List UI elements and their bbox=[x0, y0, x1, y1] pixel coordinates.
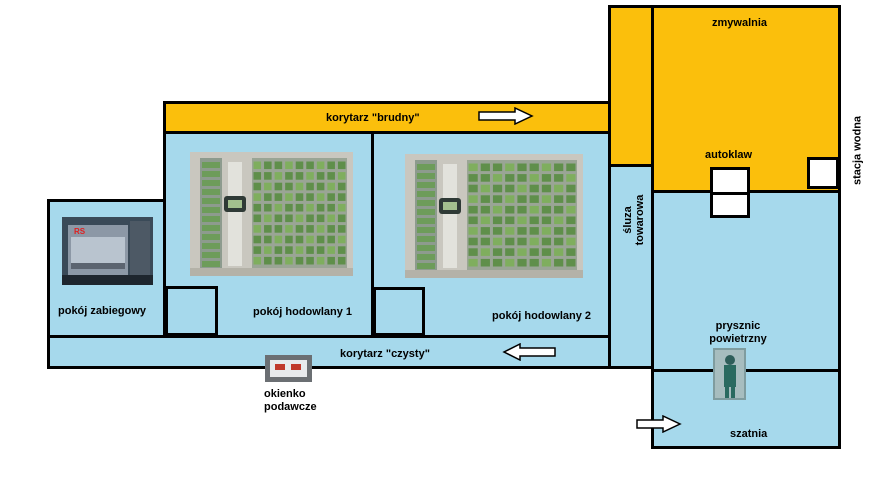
szatnia-room bbox=[651, 369, 841, 449]
pass-through-window-icon bbox=[265, 355, 312, 382]
laminar-cabinet-photo: RS bbox=[62, 217, 153, 285]
korytarz-czysty-label: korytarz "czysty" bbox=[340, 348, 430, 360]
korytarz-brudny-room bbox=[163, 101, 611, 134]
cage-rack-photo-2 bbox=[405, 154, 583, 278]
sluza-towarowa-room bbox=[608, 164, 654, 369]
cage-rack-icon bbox=[405, 154, 583, 278]
airlock-square-2 bbox=[373, 287, 425, 336]
prysznic-powietrzny-label: prysznic powietrzny bbox=[709, 320, 767, 345]
stacja-wodna-square bbox=[807, 157, 839, 189]
right-arrow-icon bbox=[478, 107, 534, 125]
laminar-label: RS bbox=[74, 227, 86, 236]
airlock-square-1 bbox=[165, 286, 218, 336]
okienko-podawcze-photo bbox=[265, 355, 312, 382]
okienko-podawcze-label: okienko podawcze bbox=[264, 388, 317, 413]
autoklaw-bottom-square bbox=[710, 192, 750, 218]
pokoj-zabiegowy-label: pokój zabiegowy bbox=[58, 305, 147, 317]
pokoj-hodowlany-1-label: pokój hodowlany 1 bbox=[253, 306, 353, 318]
cage-rack-icon bbox=[190, 152, 353, 276]
laminar-cabinet-icon: RS bbox=[62, 217, 153, 285]
zmywalnia-label: zmywalnia bbox=[712, 17, 768, 29]
right-arrow-icon bbox=[636, 415, 682, 433]
cage-rack-photo-1 bbox=[190, 152, 353, 276]
pokoj-hodowlany-2-label: pokój hodowlany 2 bbox=[492, 310, 592, 322]
szatnia-label: szatnia bbox=[730, 428, 768, 440]
left-arrow-icon bbox=[502, 343, 556, 361]
autoklaw-top-square bbox=[710, 167, 750, 195]
korytarz-brudny-label: korytarz "brudny" bbox=[326, 112, 420, 124]
yellow-vertical-corridor bbox=[608, 5, 654, 167]
air-shower-icon bbox=[713, 348, 746, 400]
air-shower-photo bbox=[713, 348, 746, 400]
stacja-wodna-label: stacja wodna bbox=[851, 115, 864, 186]
sluza-towarowa-label: śluza towarowa bbox=[622, 194, 646, 246]
autoklaw-label: autoklaw bbox=[705, 149, 753, 161]
